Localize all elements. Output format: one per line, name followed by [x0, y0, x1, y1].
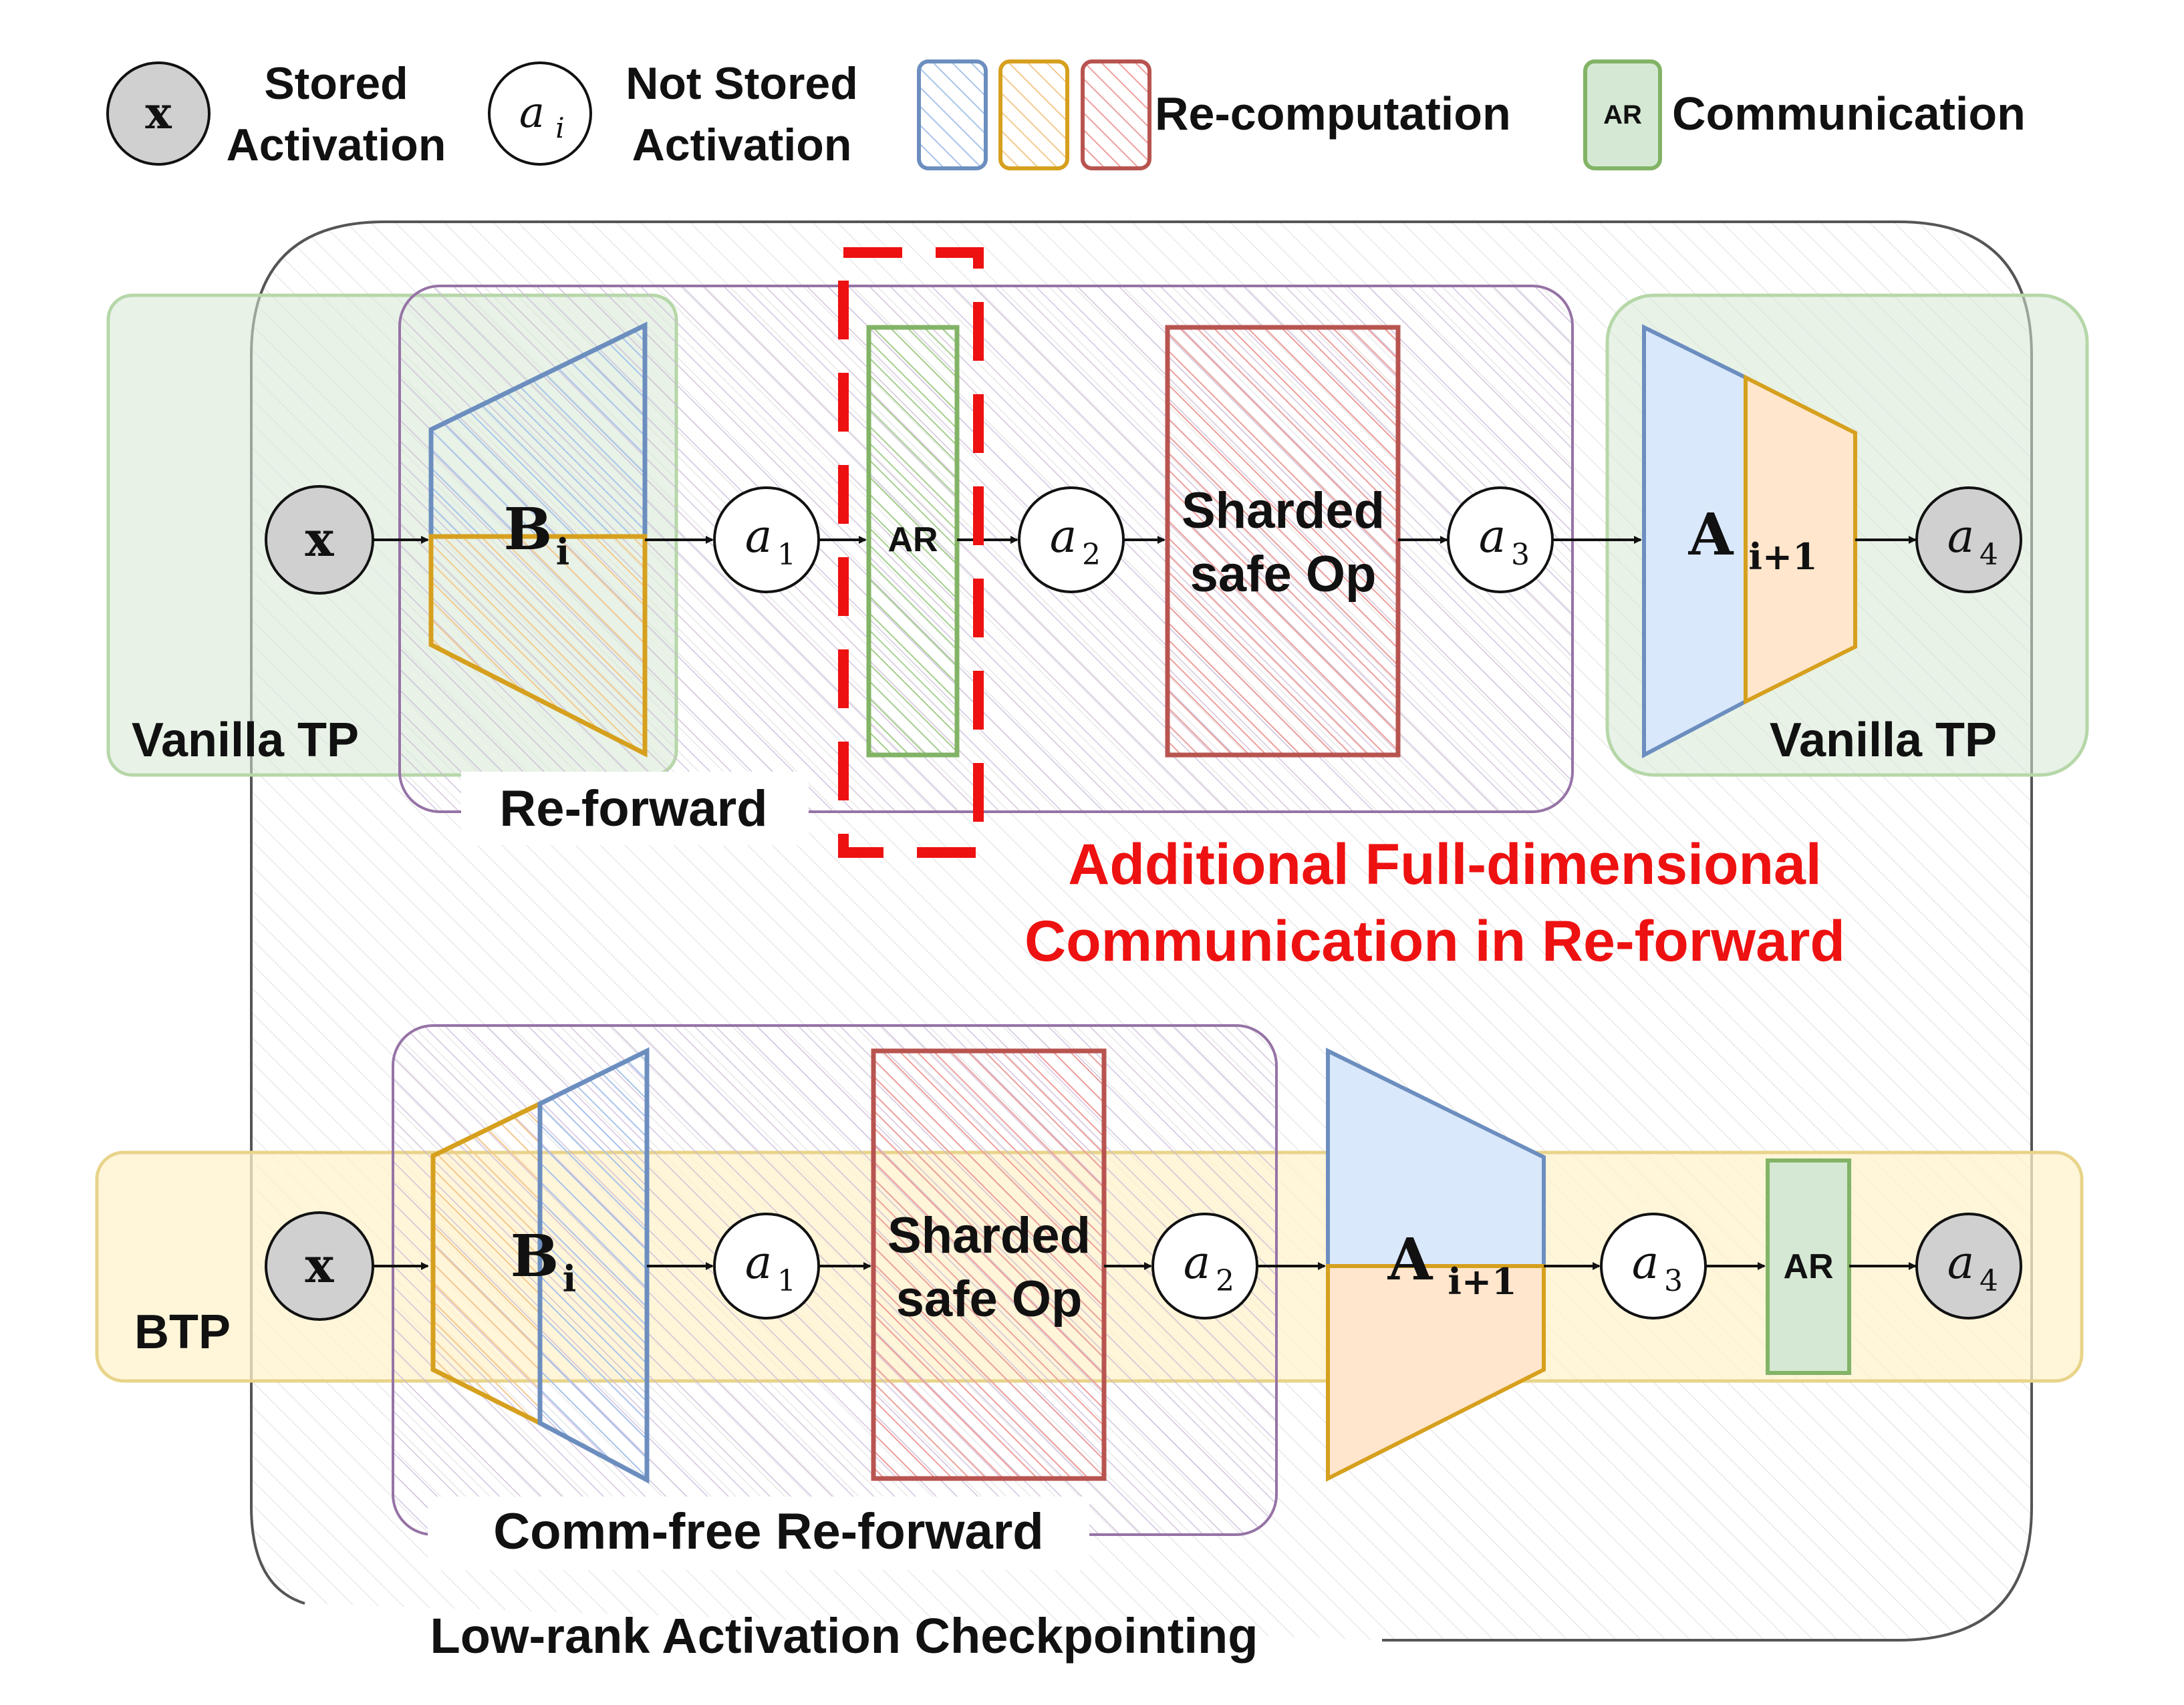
recompute-swatch-blue: [917, 59, 988, 170]
recompute-swatch-orange: [998, 59, 1069, 170]
vanilla-tp-row: Re-forward Vanilla TP Vanilla TP x B i a…: [106, 247, 2089, 973]
bottom-a4-symbol: a: [1947, 1237, 1975, 1289]
legend-communication-label: Communication: [1672, 88, 2026, 140]
top-x-symbol: x: [305, 510, 335, 567]
not-stored-activation-icon: [488, 61, 592, 166]
bottom-a4-node: [1915, 1213, 2022, 1320]
top-a2-symbol: a: [1050, 510, 1077, 563]
recompute-swatch-red: [1081, 59, 1151, 170]
top-b-label-sub: i: [556, 530, 570, 573]
legend-communication: AR Communication: [1583, 59, 2026, 170]
top-a4-node: [1915, 486, 2022, 593]
bottom-reforward-label: Comm-free Re-forward: [493, 1503, 1043, 1560]
top-op-line2: safe Op: [1190, 546, 1377, 603]
top-reforward-label: Re-forward: [499, 780, 767, 837]
bottom-b-right-shape: [537, 1047, 650, 1484]
top-a2-sub: 2: [1082, 538, 1101, 572]
container-label: Low-rank Activation Checkpointing: [430, 1608, 1258, 1664]
bottom-a1-symbol: a: [745, 1237, 773, 1289]
bottom-a-label-sub: i+1: [1448, 1260, 1516, 1303]
bottom-b-label-sub: i: [563, 1257, 577, 1300]
bottom-b-label: B: [511, 1223, 559, 1290]
bottom-op-line2: safe Op: [896, 1271, 1083, 1328]
top-a4-sub: 4: [1980, 538, 1998, 572]
bottom-x-symbol: x: [305, 1237, 335, 1293]
legend-communication-symbol: AR: [1603, 100, 1642, 130]
legend-not-stored-activation: a i Not Stored Activation: [488, 58, 858, 170]
btp-label: BTP: [134, 1305, 231, 1359]
legend-stored-label-2: Activation: [227, 120, 446, 170]
legend-stored-label-1: Stored: [264, 58, 408, 109]
top-reforward-label-bg: [461, 772, 809, 845]
callout-line2: Communication in Re-forward: [1025, 909, 1845, 973]
bottom-a2-sub: 2: [1216, 1264, 1234, 1298]
legend-stored-activation: x Stored Activation: [106, 58, 446, 170]
communication-swatch: [1583, 59, 1662, 170]
bottom-a1-sub: 1: [777, 1264, 796, 1298]
top-op-line1: Sharded: [1182, 482, 1385, 539]
top-b-lower-shape: [428, 534, 648, 758]
top-a1-sub: 1: [777, 538, 796, 572]
vanilla-tp-label-left: Vanilla TP: [132, 714, 359, 767]
legend-recomputation: Re-computation: [917, 59, 1511, 170]
legend: x Stored Activation a i Not Stored Activ…: [106, 58, 2026, 170]
bottom-a4-sub: 4: [1980, 1264, 1998, 1298]
bottom-a3-sub: 3: [1664, 1264, 1683, 1298]
legend-not-stored-symbol-sub: i: [555, 112, 564, 144]
stored-activation-icon: [106, 61, 211, 166]
bottom-a-lower-shape: [1326, 1264, 1546, 1482]
top-a4-symbol: a: [1947, 510, 1975, 563]
legend-recomputation-label: Re-computation: [1155, 88, 1511, 140]
legend-not-stored-symbol: a: [519, 88, 545, 138]
bottom-ar-label: AR: [1783, 1247, 1833, 1286]
top-a1-symbol: a: [745, 510, 773, 563]
legend-not-stored-label-1: Not Stored: [626, 58, 858, 109]
top-a3-symbol: a: [1479, 510, 1506, 563]
top-ar-label: AR: [888, 520, 938, 559]
top-a-label: A: [1688, 501, 1734, 569]
callout-line1: Additional Full-dimensional: [1068, 832, 1822, 897]
bottom-sharded-op-block: [871, 1048, 1107, 1481]
top-a-right-shape: [1744, 374, 1857, 705]
btp-row: Comm-free Re-forward BTP x B i a 1 Shard…: [95, 1024, 2084, 1570]
top-ar-block: [866, 325, 960, 758]
bottom-a2-symbol: a: [1184, 1237, 1211, 1289]
legend-not-stored-label-2: Activation: [632, 120, 852, 170]
bottom-a3-symbol: a: [1632, 1237, 1659, 1289]
bottom-op-line1: Sharded: [888, 1207, 1091, 1264]
top-a-label-sub: i+1: [1748, 535, 1817, 578]
bottom-a-label: A: [1387, 1226, 1434, 1293]
top-sharded-op-block: [1165, 325, 1401, 758]
bottom-ar-block: [1766, 1158, 1851, 1375]
legend-stored-symbol: x: [145, 87, 172, 139]
top-a3-sub: 3: [1511, 538, 1530, 572]
bottom-reforward-label-bg: [428, 1497, 1089, 1570]
top-b-label: B: [504, 496, 553, 563]
vanilla-tp-label-right: Vanilla TP: [1770, 714, 1997, 767]
